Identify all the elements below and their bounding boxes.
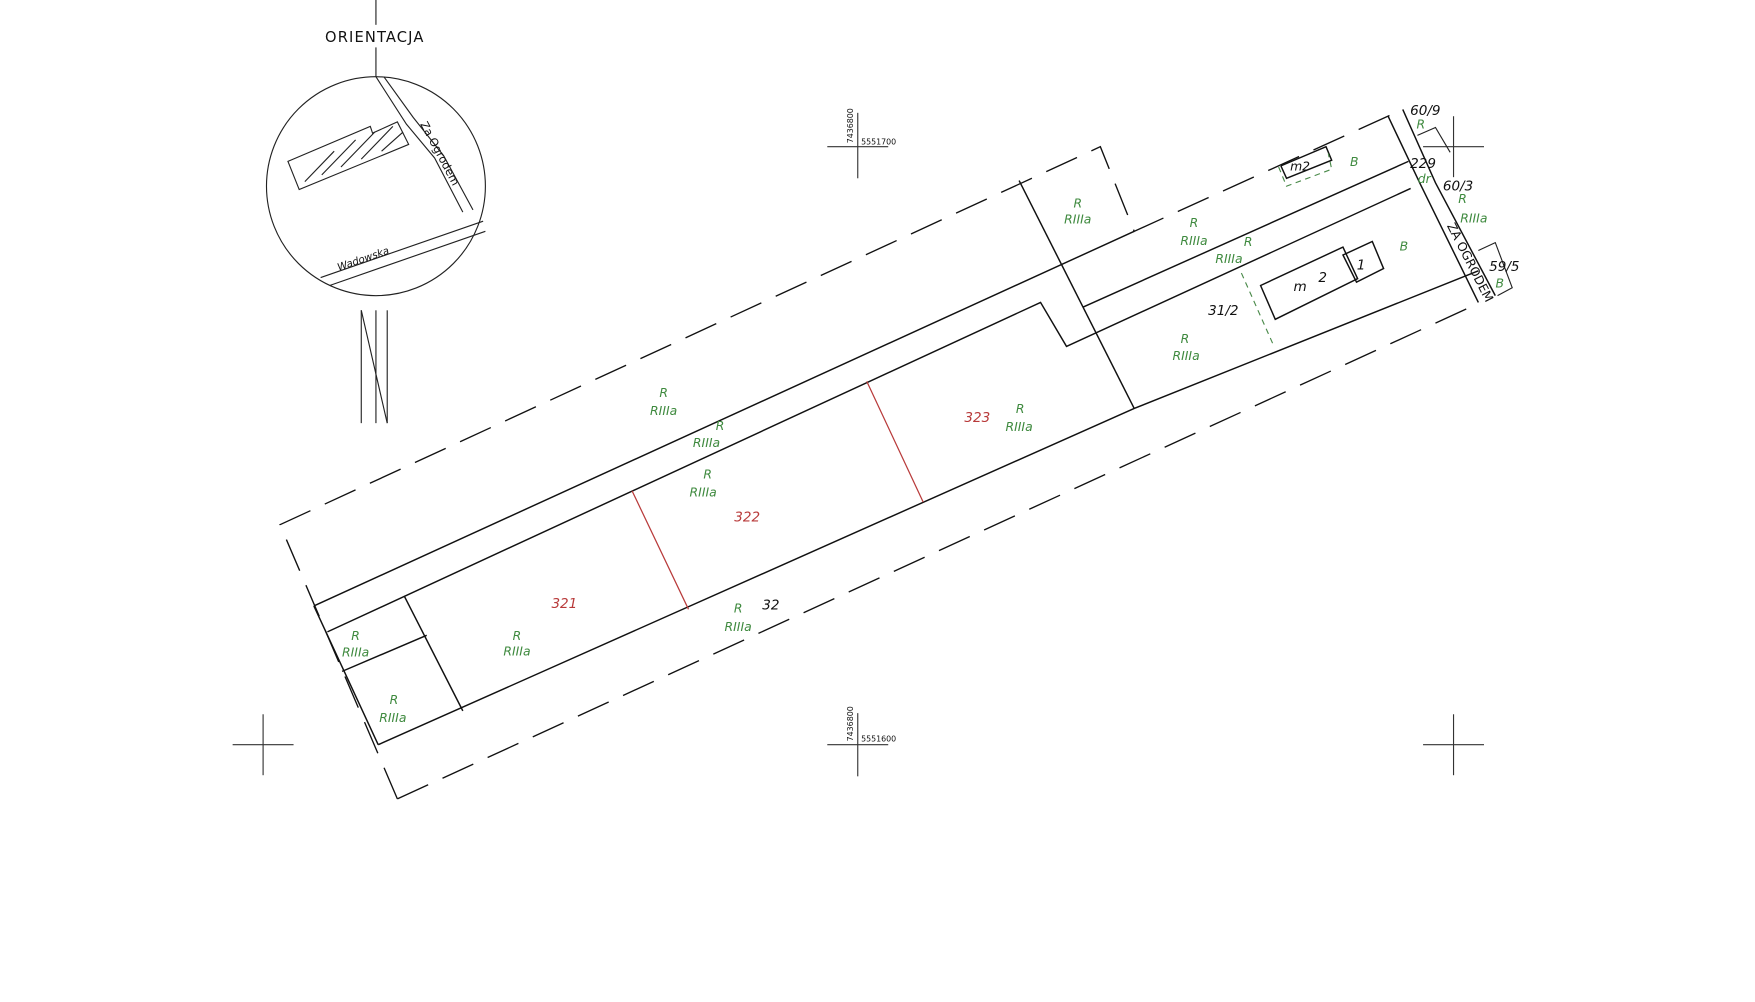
land-use-class: RIIIa <box>725 619 752 634</box>
building-main-type: m <box>1293 279 1306 295</box>
land-use-r: R <box>716 418 725 433</box>
land-use-built: B <box>1400 239 1409 254</box>
land-use-r: R <box>1458 191 1467 206</box>
land-use-class: RIIIa <box>342 645 369 660</box>
land-use-class: RIIIa <box>693 435 720 450</box>
land-use-r: R <box>351 628 360 643</box>
parcel-60-9: 60/9 <box>1410 103 1440 119</box>
land-use-road: dr <box>1418 171 1432 186</box>
land-use-class: RIIIa <box>1064 211 1091 226</box>
grid-crosses <box>232 112 1485 777</box>
building-shed <box>1280 145 1333 180</box>
land-use-r: R <box>1073 196 1082 211</box>
land-use-class: RIIIa <box>503 644 530 659</box>
parcel-322: 322 <box>734 509 760 525</box>
land-use-labels: R RIIIa R RIIIa R RIIIa R RIIIa R RIIIa … <box>342 117 1504 726</box>
land-use-class: RIIIa <box>1460 210 1487 225</box>
parcel-321: 321 <box>551 596 577 612</box>
north-arrow-icon <box>360 310 388 424</box>
land-use-class: RIIIa <box>1180 233 1207 248</box>
land-use-r: R <box>1190 215 1199 230</box>
orientation-title: ORIENTACJA <box>325 29 424 46</box>
building-main <box>1259 246 1359 321</box>
land-use-built: B <box>1496 276 1505 291</box>
building-annex-floors: 1 <box>1357 258 1366 274</box>
hatched-plot-icon <box>287 121 410 191</box>
building-shed-label: m2 <box>1290 158 1310 173</box>
grid-bottom-y: 5551600 <box>861 734 896 743</box>
land-use-r: R <box>1417 117 1426 132</box>
land-use-r: R <box>703 466 712 481</box>
land-use-r: R <box>390 692 399 707</box>
street-label-za-ogrodem: Za Ogrodem <box>417 119 462 187</box>
land-use-r: R <box>1181 331 1190 346</box>
land-use-class: RIIIa <box>690 484 717 499</box>
parcel-60-3: 60/3 <box>1443 179 1473 195</box>
land-use-class: RIIIa <box>650 403 677 418</box>
grid-top-y: 5551700 <box>861 137 896 146</box>
land-use-r: R <box>513 628 522 643</box>
land-use-r: R <box>659 385 668 400</box>
parcel-229: 229 <box>1410 156 1436 172</box>
orientation-inset: ORIENTACJA Za Ogrodem Wadowska <box>265 0 486 424</box>
parcel-323: 323 <box>964 410 990 426</box>
land-use-r: R <box>1244 234 1253 249</box>
parcel-32: 32 <box>762 597 779 613</box>
land-use-built: B <box>1350 154 1359 169</box>
land-use-class: RIIIa <box>1173 348 1200 363</box>
land-use-class: RIIIa <box>1006 419 1033 434</box>
land-use-r: R <box>734 601 743 616</box>
parcel-31-2: 31/2 <box>1208 303 1238 319</box>
land-use-r: R <box>1016 401 1025 416</box>
land-use-class: RIIIa <box>379 710 406 725</box>
building-annex <box>1341 240 1385 284</box>
grid-bottom-x: 7436800 <box>846 706 855 741</box>
street-label-wadowska: Wadowska <box>336 246 391 274</box>
land-use-class: RIIIa <box>1215 251 1242 266</box>
parcel-boundaries <box>279 108 1513 800</box>
building-main-floors: 2 <box>1318 270 1327 286</box>
grid-top-x: 7436800 <box>846 108 855 143</box>
parcel-59-5: 59/5 <box>1489 259 1519 275</box>
